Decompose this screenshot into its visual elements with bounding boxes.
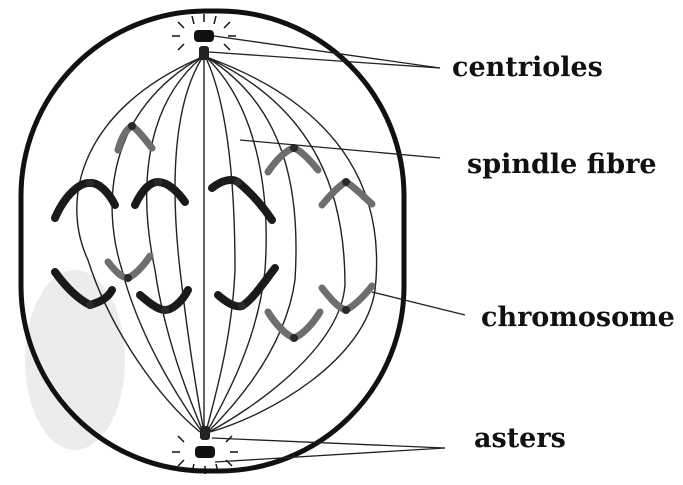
- label-chromosome: chromosome: [481, 302, 675, 333]
- spindle-fibre: [207, 58, 266, 432]
- label-spindle-fibre: spindle fibre: [467, 149, 657, 180]
- centriole-top-lower: [199, 46, 209, 60]
- leader-lines: [209, 36, 465, 462]
- spindle-fibre: [208, 58, 296, 432]
- label-asters: asters: [474, 423, 566, 454]
- bottom-aster: [172, 426, 238, 474]
- centromere: [238, 302, 246, 310]
- centriole-top: [194, 30, 214, 42]
- leader-line-chromosome: [372, 292, 465, 315]
- spindle-fibre: [112, 58, 202, 432]
- centriole-bottom: [195, 446, 215, 458]
- leader-line-asters-upper: [212, 438, 445, 448]
- leader-line-centrioles-lower: [209, 52, 440, 68]
- centromeres: [86, 122, 350, 342]
- leader-line-spindle-fibre: [240, 140, 440, 158]
- chromosome: [218, 268, 275, 306]
- leader-line-centrioles-upper: [214, 36, 440, 68]
- centromere: [86, 179, 94, 187]
- centromere: [124, 274, 132, 282]
- leader-line-asters-lower: [215, 448, 445, 462]
- spindle-fibre: [206, 58, 235, 432]
- centriole-bottom-upper: [200, 426, 210, 440]
- centromere: [342, 306, 350, 314]
- centromere: [86, 301, 94, 309]
- spindle-fibre: [208, 58, 345, 432]
- centromere: [342, 178, 350, 186]
- centromere: [161, 306, 169, 314]
- centromere: [128, 122, 136, 130]
- chromosome: [55, 183, 115, 218]
- spindle-fibre: [175, 58, 204, 432]
- centromere: [234, 178, 242, 186]
- centromere: [290, 334, 298, 342]
- label-centrioles: centrioles: [452, 52, 603, 83]
- centromere: [154, 178, 162, 186]
